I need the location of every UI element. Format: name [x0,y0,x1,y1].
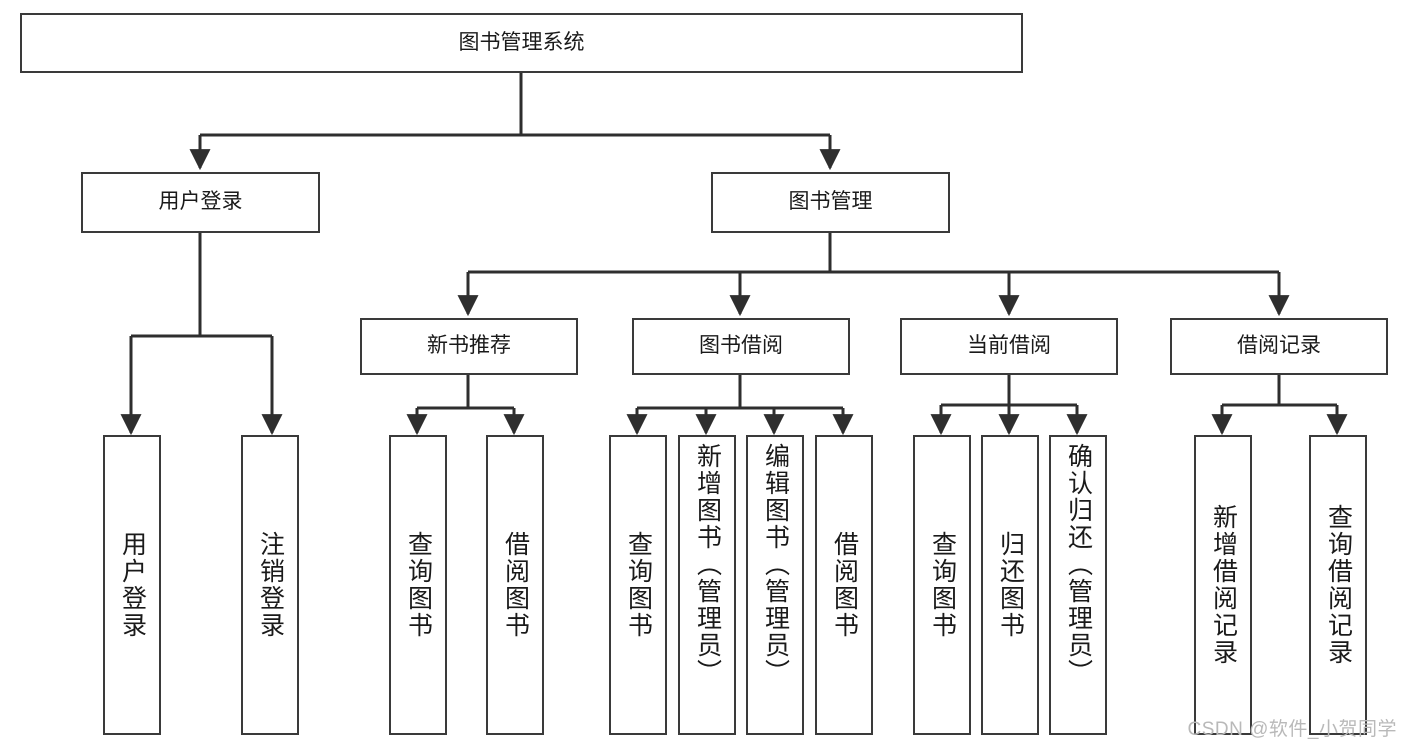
leaf-search-books-current-label: 查询图书 [928,531,957,639]
leaf-search-borrow-record[interactable]: 查询借阅记录 [1309,435,1367,735]
leaf-add-book-admin[interactable]: 新增图书（管理员） [678,435,736,735]
leaf-borrow-books-borrow-label: 借阅图书 [830,531,859,639]
leaf-search-books-borrow-label: 查询图书 [624,531,653,639]
leaf-search-books-recommend[interactable]: 查询图书 [389,435,447,735]
node-book-management-label: 图书管理 [788,190,873,214]
leaf-logout[interactable]: 注销登录 [241,435,299,735]
leaf-search-borrow-record-label: 查询借阅记录 [1324,504,1353,666]
node-borrow-record[interactable]: 借阅记录 [1170,318,1388,375]
leaf-add-book-admin-label: 新增图书（管理员） [693,443,722,686]
leaf-add-borrow-record[interactable]: 新增借阅记录 [1194,435,1252,735]
leaf-user-login[interactable]: 用户登录 [103,435,161,735]
node-book-borrow[interactable]: 图书借阅 [632,318,850,375]
leaf-search-books-borrow[interactable]: 查询图书 [609,435,667,735]
leaf-confirm-return-admin-label: 确认归还（管理员） [1064,443,1093,686]
leaf-user-login-label: 用户登录 [118,531,147,639]
watermark: CSDN @软件_小贺同学 [1187,719,1397,740]
node-book-management[interactable]: 图书管理 [711,172,950,233]
leaf-return-books[interactable]: 归还图书 [981,435,1039,735]
leaf-logout-label: 注销登录 [256,531,285,639]
leaf-return-books-label: 归还图书 [996,531,1025,639]
leaf-confirm-return-admin[interactable]: 确认归还（管理员） [1049,435,1107,735]
leaf-edit-book-admin[interactable]: 编辑图书（管理员） [746,435,804,735]
leaf-edit-book-admin-label: 编辑图书（管理员） [761,443,790,686]
node-borrow-record-label: 借阅记录 [1237,334,1321,358]
node-new-book-recommend[interactable]: 新书推荐 [360,318,578,375]
leaf-borrow-books-borrow[interactable]: 借阅图书 [815,435,873,735]
node-user-login-label: 用户登录 [158,190,243,214]
node-current-borrow[interactable]: 当前借阅 [900,318,1118,375]
node-book-borrow-label: 图书借阅 [699,334,783,358]
node-root[interactable]: 图书管理系统 [20,13,1023,73]
leaf-search-books-recommend-label: 查询图书 [404,531,433,639]
leaf-search-books-current[interactable]: 查询图书 [913,435,971,735]
node-user-login[interactable]: 用户登录 [81,172,320,233]
node-new-book-recommend-label: 新书推荐 [427,334,511,358]
leaf-add-borrow-record-label: 新增借阅记录 [1209,504,1238,666]
node-root-label: 图书管理系统 [458,30,585,54]
leaf-borrow-books-recommend[interactable]: 借阅图书 [486,435,544,735]
node-current-borrow-label: 当前借阅 [967,334,1051,358]
leaf-borrow-books-recommend-label: 借阅图书 [501,531,530,639]
